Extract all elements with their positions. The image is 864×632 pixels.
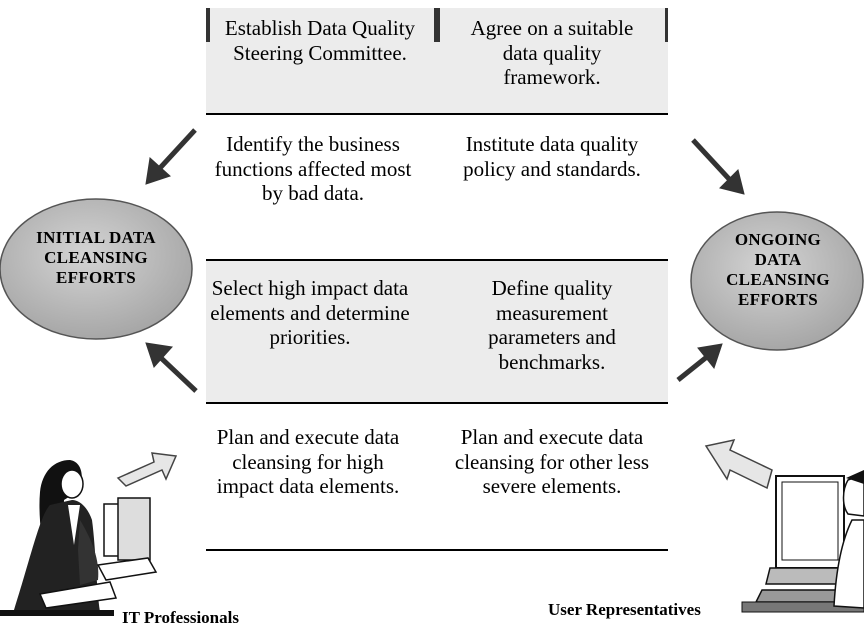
column-tick-right (665, 8, 668, 42)
row-divider-3 (206, 402, 668, 404)
user-representatives-caption: User Representatives (548, 600, 701, 619)
ongoing-cleansing-oval (690, 211, 864, 351)
row-band-3 (206, 260, 668, 403)
cell-institute-policy: Institute data quality policy and standa… (463, 132, 641, 181)
row-divider-bottom (206, 549, 668, 551)
block-arrow-user (704, 438, 773, 490)
it-professionals-caption: IT Professionals (122, 608, 239, 627)
arrow-bottom-right (676, 343, 723, 382)
row-divider-2 (206, 259, 668, 261)
user-representative-figure (741, 470, 864, 613)
arrow-top-left (145, 128, 197, 185)
column-tick-left (206, 8, 210, 42)
arrow-top-right (691, 138, 745, 195)
arrow-bottom-left (145, 342, 198, 393)
ongoing-cleansing-label: ONGOING DATA CLEANSING EFFORTS (726, 230, 830, 309)
cell-plan-less-severe: Plan and execute data cleansing for othe… (454, 425, 650, 498)
cell-establish-committee: Establish Data Quality Steering Committe… (224, 16, 416, 65)
cell-identify-business-functions: Identify the business functions affected… (214, 132, 412, 205)
row-divider-1 (206, 113, 668, 115)
it-professional-figure (0, 460, 158, 616)
block-arrow-it (116, 452, 178, 487)
cell-define-parameters: Define quality measurement parameters an… (488, 276, 616, 374)
initial-cleansing-label: INITIAL DATA CLEANSING EFFORTS (36, 228, 156, 287)
cell-agree-framework: Agree on a suitable data quality framewo… (470, 16, 634, 89)
column-tick-middle (434, 8, 440, 42)
initial-cleansing-oval (0, 198, 193, 340)
cell-select-elements: Select high impact data elements and det… (210, 276, 410, 349)
cell-plan-high-impact: Plan and execute data cleansing for high… (216, 425, 400, 498)
